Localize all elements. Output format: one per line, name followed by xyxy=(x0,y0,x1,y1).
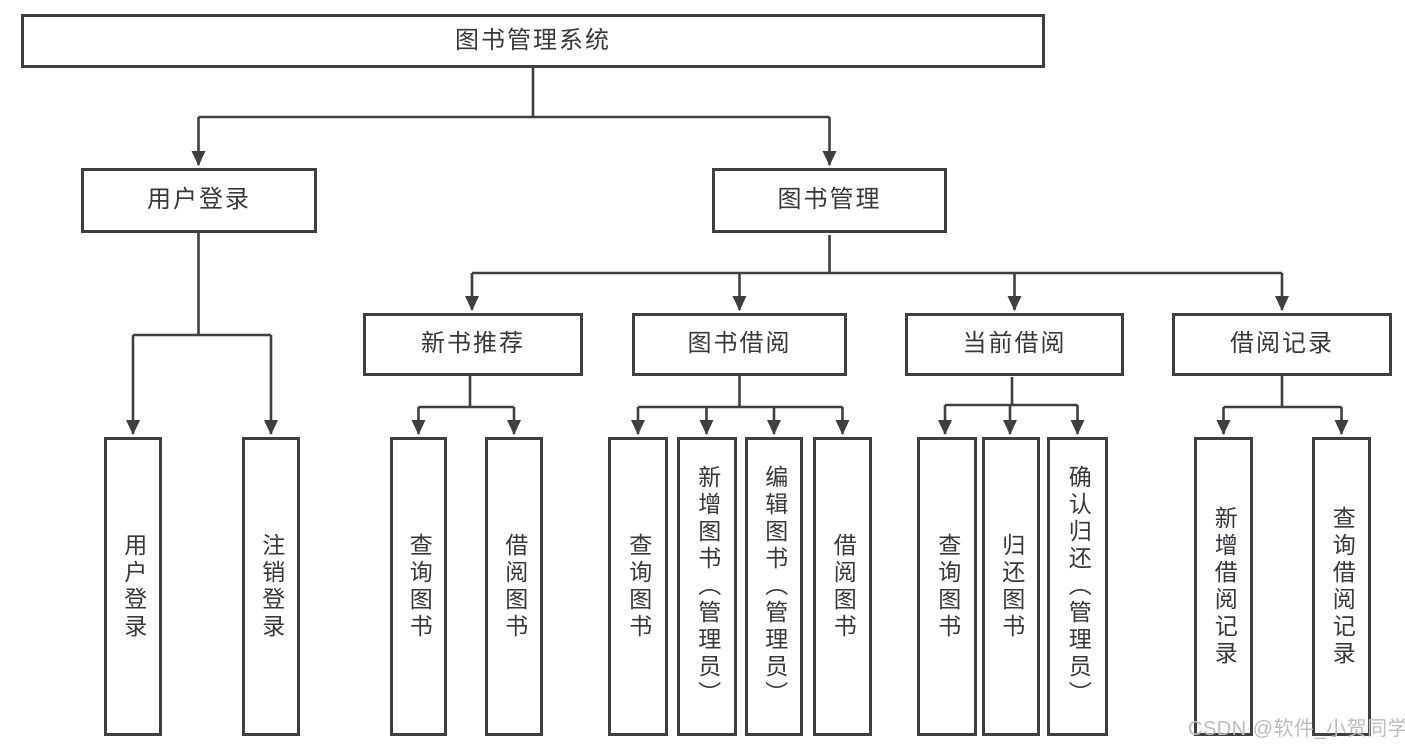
leaf-add-book-admin: 新增图书（管理员） xyxy=(677,437,737,736)
leaf-add-borrow-record: 新增借阅记录 xyxy=(1194,437,1253,736)
connector-borrow-record-stem xyxy=(1223,376,1342,409)
leaf-user-login: 用户登录 xyxy=(104,437,162,736)
leaf-current-query-book: 查询图书 xyxy=(917,437,977,736)
node-user-login: 用户登录 xyxy=(81,168,317,233)
leaf-query-borrow-record: 查询借阅记录 xyxy=(1312,437,1371,736)
leaf-borrow-query-book: 查询图书 xyxy=(608,437,668,736)
connector-user-login-stem xyxy=(133,233,271,337)
leaf-borrow-book: 借阅图书 xyxy=(813,437,872,736)
leaf-recommend-borrow-book: 借阅图书 xyxy=(485,437,543,736)
connector-root-stem xyxy=(198,68,830,119)
connector-new-book-recommend-stem xyxy=(418,376,514,409)
node-book-borrow: 图书借阅 xyxy=(632,313,847,376)
node-borrow-record: 借阅记录 xyxy=(1172,313,1392,376)
node-new-book-recommend: 新书推荐 xyxy=(363,313,583,376)
leaf-confirm-return-admin: 确认归还（管理员） xyxy=(1047,437,1108,736)
node-current-borrow: 当前借阅 xyxy=(905,313,1124,376)
connector-book-management-stem xyxy=(472,235,1282,275)
leaf-logout: 注销登录 xyxy=(242,437,300,736)
node-library-system: 图书管理系统 xyxy=(21,14,1045,68)
watermark: CSDN @软件_小贺同学 xyxy=(1188,718,1405,740)
connector-book-borrow-stem xyxy=(638,376,843,409)
node-book-management: 图书管理 xyxy=(712,168,947,233)
leaf-return-book: 归还图书 xyxy=(982,437,1040,736)
connector-current-borrow-stem xyxy=(945,377,1078,407)
leaf-recommend-query-book: 查询图书 xyxy=(390,437,447,736)
leaf-edit-book-admin: 编辑图书（管理员） xyxy=(745,437,803,736)
